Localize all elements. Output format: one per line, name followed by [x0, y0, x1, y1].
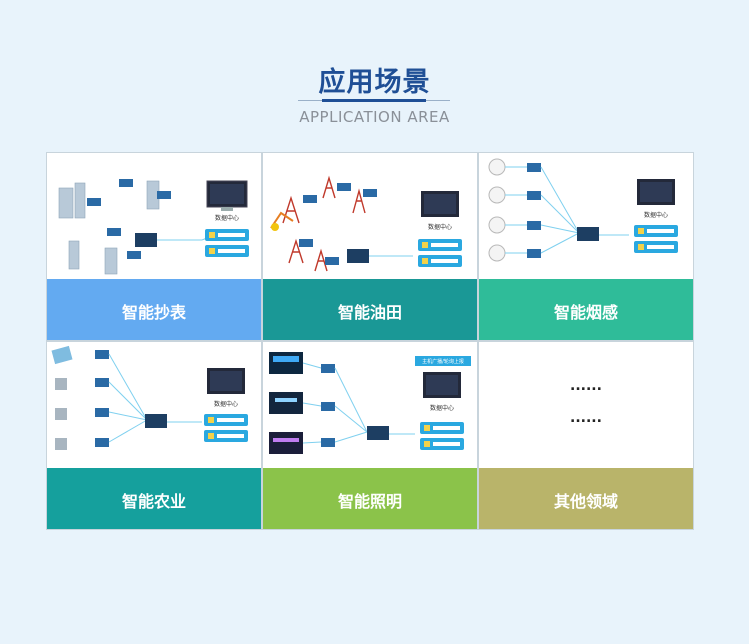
other-fields-placeholder: ...... ......	[479, 342, 693, 468]
card-label: 智能油田	[263, 279, 477, 340]
data-center-label: 数据中心	[428, 223, 452, 231]
smart-smoke-illustration: 数据中心	[479, 153, 693, 279]
card-label: 智能抄表	[47, 279, 261, 340]
title-divider	[298, 99, 450, 102]
card-label: 智能烟感	[479, 279, 693, 340]
card-smart-lighting[interactable]: 主机广播/轮询上报 数据中心 智能照明	[262, 341, 478, 530]
page-title: 应用场景	[318, 67, 431, 98]
smart-oilfield-illustration: 数据中心	[263, 153, 477, 279]
card-label: 智能农业	[47, 468, 261, 529]
data-center-label: 数据中心	[215, 214, 239, 222]
card-label: 其他领域	[479, 468, 693, 529]
broadcast-banner: 主机广播/轮询上报	[422, 358, 464, 365]
smart-meter-illustration: 数据中心	[47, 153, 261, 279]
data-center-label: 数据中心	[644, 211, 668, 219]
data-center-label: 数据中心	[214, 400, 238, 408]
card-smart-oilfield[interactable]: 数据中心 智能油田	[262, 152, 478, 341]
ellipsis-text: ......	[570, 378, 602, 394]
card-smart-agriculture[interactable]: 数据中心 智能农业	[46, 341, 262, 530]
smart-agriculture-illustration: 数据中心	[47, 342, 261, 468]
card-label: 智能照明	[263, 468, 477, 529]
smart-lighting-illustration: 主机广播/轮询上报 数据中心	[263, 342, 477, 468]
page-subtitle: APPLICATION AREA	[299, 108, 450, 126]
card-smart-smoke[interactable]: 数据中心 智能烟感	[478, 152, 694, 341]
data-center-label: 数据中心	[430, 404, 454, 412]
card-other-fields[interactable]: ...... ...... 其他领域	[478, 341, 694, 530]
application-grid: 数据中心 智能抄表	[46, 152, 694, 530]
card-smart-meter[interactable]: 数据中心 智能抄表	[46, 152, 262, 341]
ellipsis-text: ......	[570, 410, 602, 426]
